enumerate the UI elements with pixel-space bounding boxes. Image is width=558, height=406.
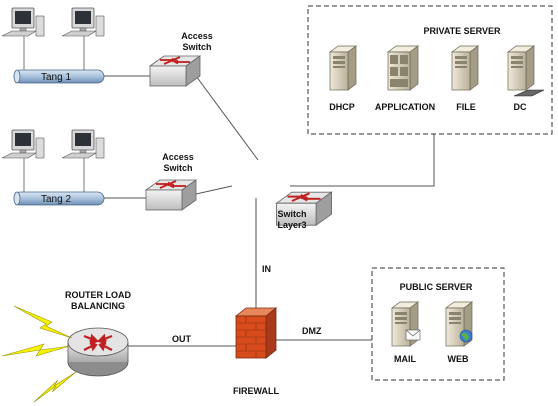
public-server-box xyxy=(371,267,505,381)
pc-icon xyxy=(61,7,105,37)
firewall-label: FIREWALL xyxy=(233,386,279,396)
access-switch-1-label-line1: Access xyxy=(181,31,213,41)
server-label-dc: DC xyxy=(514,102,527,112)
server-label-application: APPLICATION xyxy=(375,102,435,112)
public-server-title: PUBLIC SERVER xyxy=(400,282,473,292)
link-access2-core xyxy=(195,185,233,195)
access-switch-2-icon xyxy=(145,179,197,211)
access-switch-1-label-line2: Switch xyxy=(182,42,211,52)
pc-icon xyxy=(1,129,45,159)
link-core-private xyxy=(290,134,435,187)
firewall-icon xyxy=(234,307,278,359)
link-label-dmz: DMZ xyxy=(302,326,322,336)
dhcp-server-icon xyxy=(329,45,357,91)
pc-icon xyxy=(61,129,105,159)
access-switch-2-label-line2: Switch xyxy=(163,163,192,173)
lightning-icon xyxy=(33,371,77,403)
lightning-bolts xyxy=(1,305,77,403)
mail-envelope-icon xyxy=(405,329,421,341)
dc-keyboard-icon xyxy=(513,89,545,97)
bus-label-tang-2: Tang 2 xyxy=(41,194,71,205)
dc-server-icon xyxy=(507,45,535,91)
lightning-icon xyxy=(1,343,71,357)
file-server-icon xyxy=(451,45,479,91)
link-access1-core xyxy=(195,75,259,161)
server-label-mail: MAIL xyxy=(394,354,416,364)
core-switch-label-line1: Switch xyxy=(277,209,306,219)
access-switch-1-icon xyxy=(149,55,201,87)
link-label-in: IN xyxy=(262,264,271,274)
access-switch-2-label-line1: Access xyxy=(162,152,194,162)
link-label-out: OUT xyxy=(172,334,192,344)
server-label-file: FILE xyxy=(456,102,476,112)
bus-label-tang-1: Tang 1 xyxy=(41,72,71,83)
globe-icon xyxy=(459,329,473,343)
server-label-web: WEB xyxy=(448,354,469,364)
pc-icon xyxy=(1,7,45,37)
server-label-dhcp: DHCP xyxy=(329,102,355,112)
router-icon xyxy=(67,327,129,377)
router-label-line2: BALANCING xyxy=(71,301,125,311)
application-server-icon xyxy=(387,45,419,91)
bus-tang-2 xyxy=(13,191,105,206)
connection-lines xyxy=(104,75,435,347)
router-label-line1: ROUTER LOAD xyxy=(65,290,131,300)
private-server-title: PRIVATE SERVER xyxy=(423,26,501,36)
core-switch-label-line2: Layer3 xyxy=(277,220,306,230)
bus-tang-1 xyxy=(13,69,105,84)
private-server-box xyxy=(307,5,553,135)
lightning-icon xyxy=(13,305,73,339)
